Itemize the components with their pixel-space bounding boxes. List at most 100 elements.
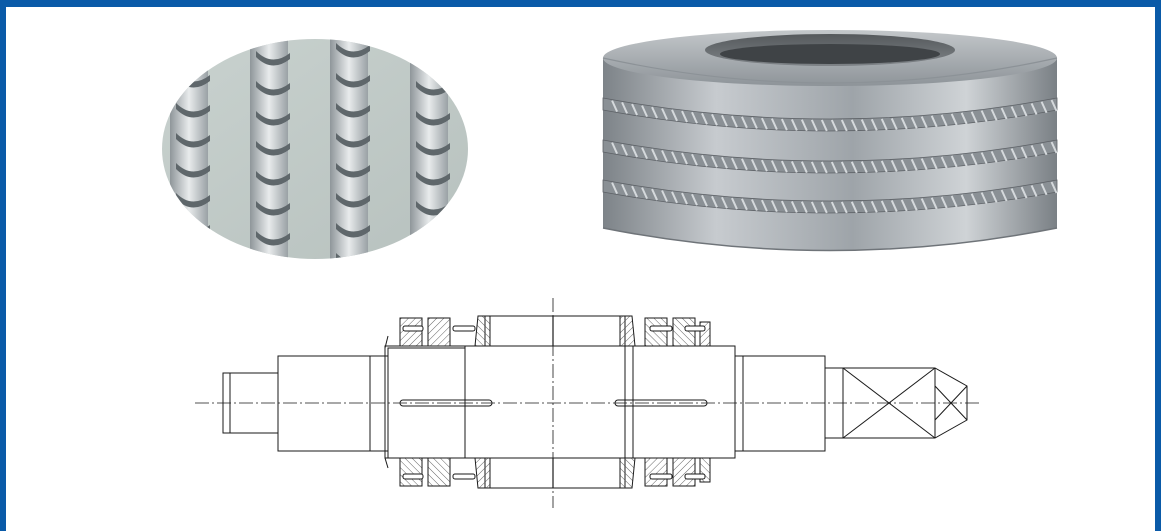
closeup-groove-mark <box>416 231 450 246</box>
roll-groove-tooth <box>800 119 808 132</box>
roll-groove-tooth <box>651 106 658 119</box>
roll-groove-tooth <box>830 161 838 174</box>
roll-groove-tooth <box>671 191 678 204</box>
roll-groove-tooth <box>870 160 878 173</box>
roll-groove-tooth <box>940 156 948 169</box>
roll-groove-tooth <box>910 198 918 211</box>
roll-groove-tooth <box>830 119 838 132</box>
roll-groove-tooth <box>920 198 928 210</box>
roll-groove-tooth <box>691 193 698 206</box>
roll-groove-tooth <box>621 101 628 114</box>
roll-groove-tooth <box>820 161 828 174</box>
roll-groove-tooth <box>950 113 958 126</box>
roll-groove-tooth <box>721 196 728 209</box>
roll-groove-tooth <box>780 118 788 131</box>
roll-groove-tooth <box>890 200 898 212</box>
roll-groove-tooth <box>671 151 678 164</box>
roll-groove-tooth <box>930 157 938 170</box>
closeup-groove-mark <box>336 73 370 88</box>
roll-groove-tooth <box>790 160 798 173</box>
roll-groove-tooth <box>850 119 858 132</box>
roll-groove-tooth <box>990 190 998 203</box>
roll-groove-tooth <box>970 111 978 124</box>
roll-groove-tooth <box>1030 185 1038 197</box>
roll-groove-tooth <box>631 145 638 158</box>
roll-groove-tooth <box>1050 181 1058 194</box>
roll-groove-tooth <box>890 118 898 130</box>
closeup-groove-mark <box>256 141 290 156</box>
roll-groove-tooth <box>731 115 738 128</box>
roll-groove-tooth <box>681 110 688 123</box>
roll-groove-tooth <box>1050 141 1058 154</box>
roll-groove-tooth <box>990 108 998 121</box>
roll-groove-tooth <box>810 161 818 174</box>
roll-groove-tooth <box>661 108 668 120</box>
roll-groove-tooth <box>990 150 998 163</box>
roll-groove-tooth <box>980 192 988 205</box>
roll-groove-tooth <box>611 182 618 195</box>
roll-groove-tooth <box>1040 101 1048 114</box>
roll-groove-tooth <box>880 160 888 173</box>
roll-groove-tooth <box>1010 188 1018 200</box>
roll-groove-tooth <box>960 194 968 207</box>
roll-groove-tooth <box>800 201 808 214</box>
roll-groove-tooth <box>751 159 758 171</box>
roll-groove-tooth <box>890 160 898 172</box>
roll-groove-tooth <box>681 192 688 205</box>
roll-groove-tooth <box>860 119 868 132</box>
roll-groove-tooth <box>1010 148 1018 160</box>
roll-groove-tooth <box>810 119 818 132</box>
roll-groove-tooth <box>900 199 908 212</box>
roll-groove-tooth <box>880 200 888 213</box>
roll-groove-tooth <box>631 185 638 198</box>
roll-groove-tooth <box>631 103 638 116</box>
roll-groove-tooth <box>701 112 708 125</box>
roll-groove-tooth <box>1000 107 1008 120</box>
closeup-groove-mark <box>256 201 290 216</box>
roll-groove-tooth <box>820 119 828 132</box>
closeup-groove-mark <box>256 111 290 126</box>
roll-groove-tooth <box>701 154 708 167</box>
roll-groove-tooth <box>671 109 678 122</box>
roll-groove-tooth <box>1050 99 1058 112</box>
roll-groove-tooth <box>641 187 648 200</box>
roll-groove-tooth <box>840 119 848 132</box>
closeup-groove-mark <box>256 51 290 66</box>
roll-groove-tooth <box>741 158 748 171</box>
closeup-groove-mark <box>176 133 210 148</box>
roll-groove-tooth <box>790 118 798 131</box>
closeup-groove-mark <box>336 43 370 58</box>
roll-groove-tooth <box>790 200 798 213</box>
roll-groove-tooth <box>760 159 768 172</box>
roll-groove-tooth <box>1040 183 1048 196</box>
roll-groove-tooth <box>751 199 758 211</box>
roll-groove-tooth <box>950 155 958 168</box>
roll-groove-tooth <box>770 160 778 173</box>
roll-groove-tooth <box>780 200 788 213</box>
closeup-groove-mark <box>336 163 370 178</box>
roll-groove-tooth <box>691 111 698 124</box>
closeup-groove-mark <box>416 171 450 186</box>
closeup-groove-mark <box>176 193 210 208</box>
roll-groove-tooth <box>970 193 978 206</box>
roll-groove-tooth <box>770 118 778 131</box>
roll-groove-tooth <box>980 110 988 123</box>
roll-groove-tooth <box>930 197 938 210</box>
roll-groove-tooth <box>900 159 908 172</box>
roll-groove-tooth <box>611 142 618 155</box>
roll-groove-tooth <box>780 160 788 173</box>
roll-groove-tooth <box>1010 106 1018 118</box>
roll-groove-tooth <box>691 153 698 166</box>
closeup-groove-mark <box>416 141 450 156</box>
roll-groove-tooth <box>611 100 618 113</box>
roll-groove-tooth <box>930 115 938 128</box>
roll-groove-tooth <box>840 161 848 174</box>
roll-groove-tooth <box>741 116 748 129</box>
roll-groove-tooth <box>940 196 948 209</box>
roll-groove-tooth <box>721 156 728 169</box>
roll-groove-tooth <box>760 117 768 130</box>
closeup-groove-mark <box>176 253 210 259</box>
roll-groove-tooth <box>641 105 648 118</box>
roll-groove-tooth <box>1040 143 1048 156</box>
roll-groove-tooth <box>900 117 908 130</box>
